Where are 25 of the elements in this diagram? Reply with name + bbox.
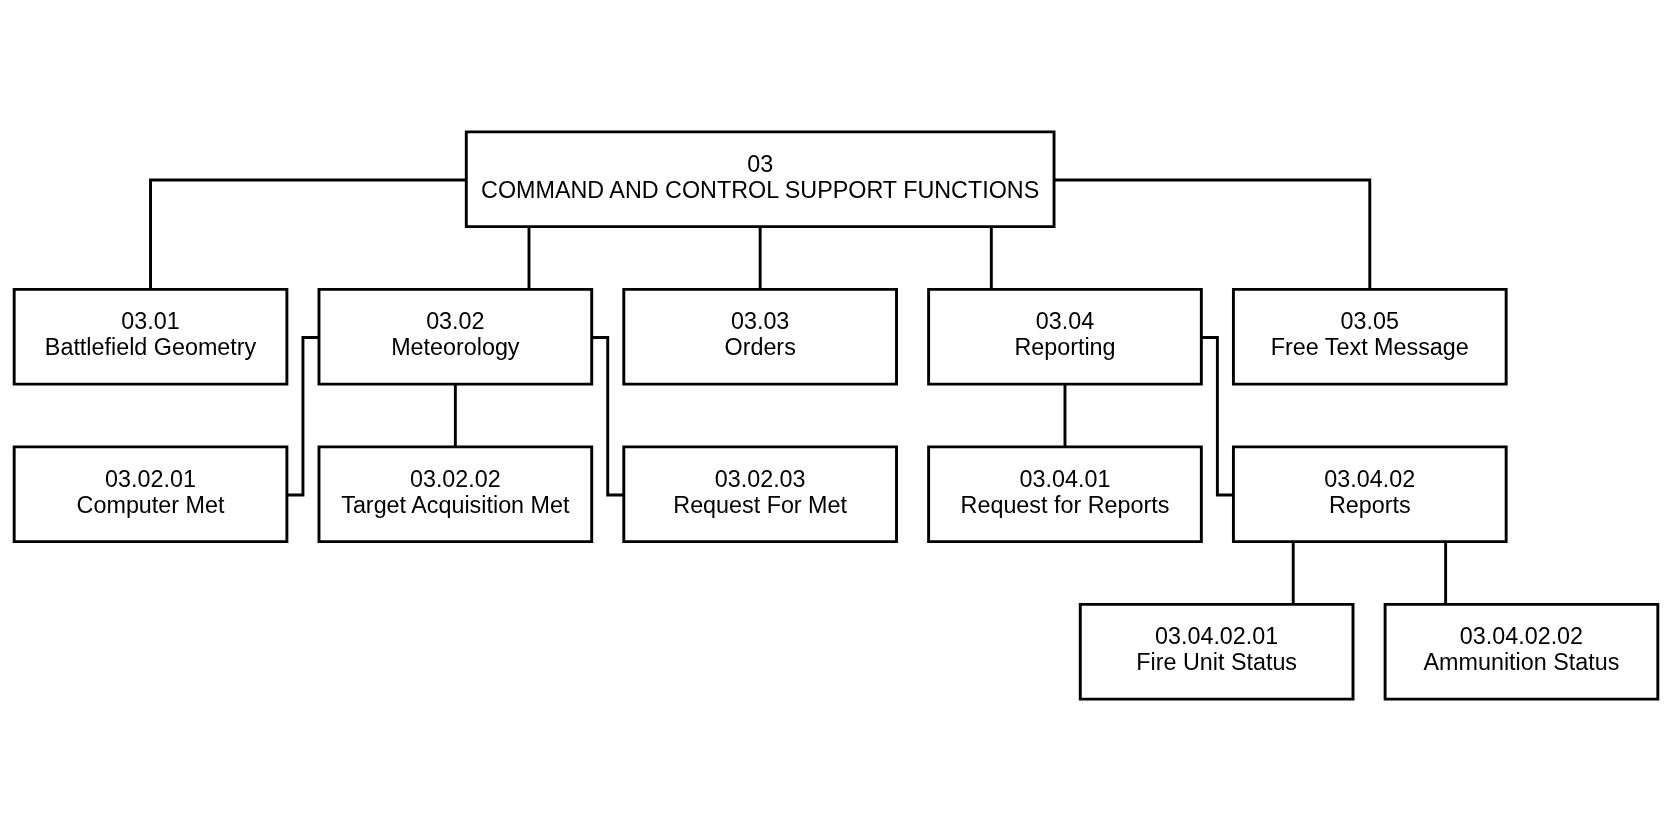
connector (1201, 336, 1234, 497)
node-box: 03.04.02 Reports (1231, 445, 1508, 544)
connector (287, 336, 319, 497)
node-box: 03.02.01 Computer Met (12, 445, 289, 544)
connector (1063, 384, 1067, 447)
node-box: 03.04 Reporting (927, 287, 1203, 386)
node-box: 03.02 Meteorology (317, 287, 594, 386)
node-box: 03.04.02.02 Ammunition Status (1383, 602, 1660, 701)
connector (149, 178, 467, 290)
node-box: 03.02.02 Target Acquisition Met (317, 445, 594, 544)
node-box: 03.04.01 Request for Reports (927, 445, 1203, 544)
connector (758, 226, 762, 290)
connector (989, 226, 993, 290)
connector (1444, 541, 1448, 605)
connector (1054, 178, 1372, 290)
node-box: 03.05 Free Text Message (1231, 287, 1508, 386)
node-box: 03.01 Battlefield Geometry (12, 287, 289, 386)
connector (592, 336, 624, 497)
node-box: 03 COMMAND AND CONTROL SUPPORT FUNCTIONS (464, 130, 1056, 229)
connector (453, 384, 457, 447)
connector (1291, 541, 1295, 605)
node-box: 03.04.02.01 Fire Unit Status (1078, 602, 1355, 701)
node-box: 03.02.03 Request For Met (622, 445, 898, 544)
node-box: 03.03 Orders (622, 287, 898, 386)
connector (527, 226, 531, 290)
